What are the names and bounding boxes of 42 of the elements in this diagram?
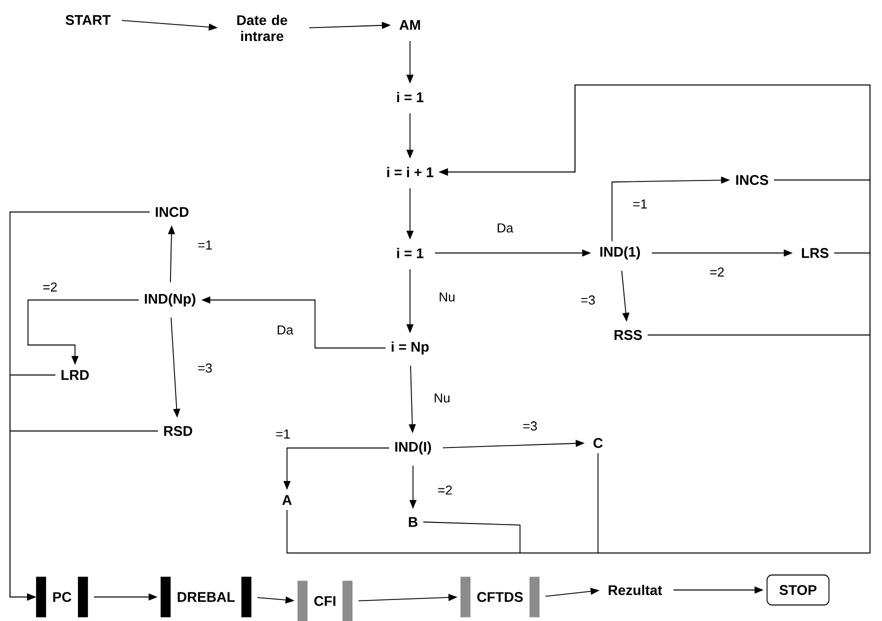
flow-step: AM <box>399 20 420 30</box>
flow-step: i = Np <box>392 341 429 355</box>
edge-label: =2 <box>42 281 58 293</box>
edge-label: =3 <box>522 420 538 432</box>
edge-label: =1 <box>632 198 648 210</box>
flow-step: LRD <box>62 370 89 380</box>
flow-step: INCS <box>736 175 768 185</box>
process-box: DREBAL <box>160 576 252 618</box>
node-label: CFTDS <box>477 592 523 602</box>
flow-step: IND(I) <box>395 441 431 455</box>
flow-step: IND(1) <box>600 246 640 260</box>
flow-step: B <box>408 517 418 527</box>
flow-step: LRS <box>802 248 828 258</box>
edge-label: =1 <box>274 428 292 440</box>
flow-step: START <box>66 15 111 25</box>
flow-step: Rezultat <box>608 584 662 596</box>
flow-step: i = 1 <box>397 92 424 102</box>
flow-step: i = 1 <box>397 248 424 258</box>
edge-label: =2 <box>436 484 454 496</box>
flow-step: RSD <box>164 426 192 436</box>
process-box: CFTDS <box>460 576 540 618</box>
node-label: PC <box>53 592 72 602</box>
edge-label: =1 <box>196 240 214 250</box>
flow-step: INCD <box>156 207 189 217</box>
flow-step: IND(Np) <box>144 293 196 307</box>
node-label: CFI <box>314 596 336 606</box>
terminal-box: STOP <box>766 574 830 606</box>
process-box: PC <box>36 576 88 618</box>
flow-step: RSS <box>614 330 642 340</box>
flow-step: A <box>282 495 292 505</box>
edge-label: =2 <box>708 266 726 278</box>
flow-step: i = i + 1 <box>387 166 434 178</box>
edge-label: =3 <box>196 362 214 374</box>
flow-step: C <box>594 438 603 448</box>
edge-label: Nu <box>438 291 456 303</box>
edge-label: Da <box>276 324 294 336</box>
edge-label: =3 <box>580 294 596 306</box>
node-label: DREBAL <box>178 592 235 602</box>
process-box: CFI <box>298 580 352 621</box>
edge-label: Da <box>496 222 514 234</box>
flow-step: Date de intrare <box>237 14 288 42</box>
edge-label: Nu <box>432 392 452 404</box>
